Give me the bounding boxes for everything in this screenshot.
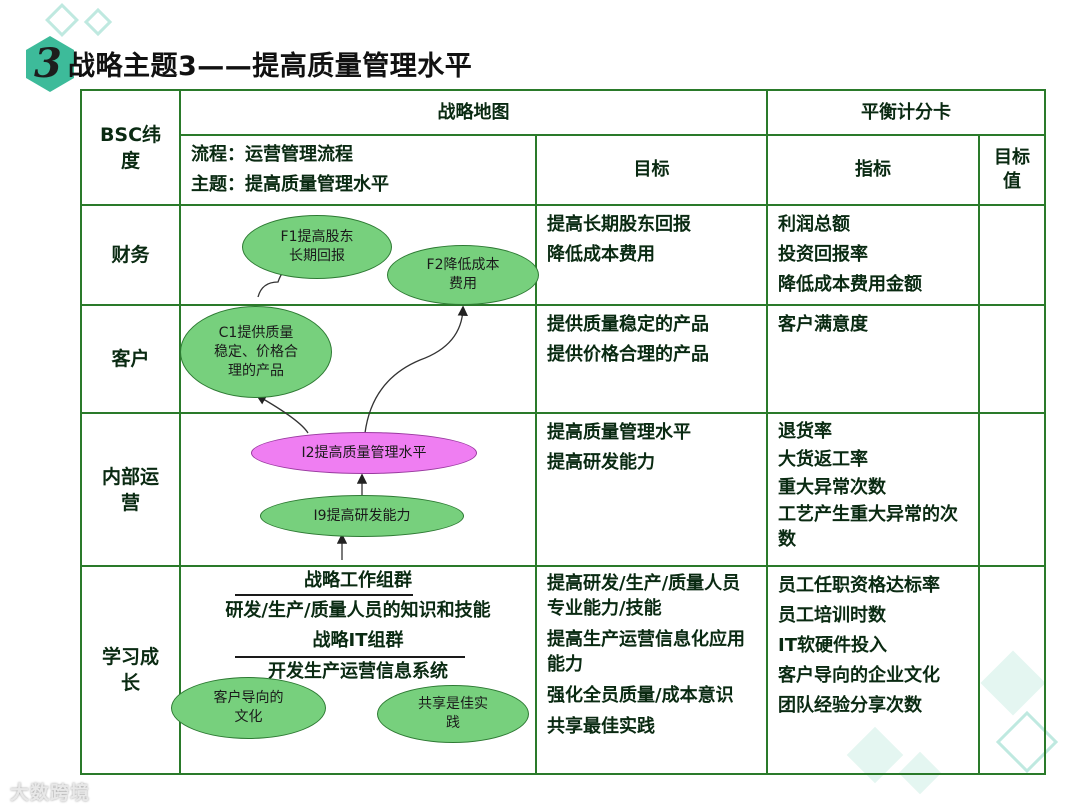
- learning-line: 研发/生产/质量人员的知识和技能: [225, 600, 491, 621]
- dimension-learning: 学习成长: [80, 565, 181, 775]
- process-line: 流程：运营管理流程: [191, 144, 353, 165]
- goal-item: 强化全员质量/成本意识: [547, 685, 734, 706]
- node-f2: F2降低成本费用: [387, 245, 539, 305]
- indicators-learning: 员工任职资格达标率 员工培训时数 IT软硬件投入 客户导向的企业文化 团队经验分…: [766, 565, 980, 775]
- learning-line: 开发生产运营信息系统: [268, 661, 448, 682]
- indicator-item: IT软硬件投入: [778, 635, 887, 656]
- node-customer-culture: 客户导向的文化: [171, 677, 326, 739]
- dimension-finance: 财务: [80, 204, 181, 306]
- indicator-item: 团队经验分享次数: [778, 695, 922, 716]
- indicators-internal: 退货率 大货返工率 重大异常次数 工艺产生重大异常的次数: [766, 412, 980, 567]
- header-indicator: 指标: [766, 134, 980, 206]
- indicator-item: 降低成本费用金额: [778, 274, 922, 295]
- goals-internal: 提高质量管理水平 提高研发能力: [535, 412, 768, 567]
- page-title: 战略主题3——提高质量管理水平: [68, 51, 473, 82]
- theme-line: 主题：提高质量管理水平: [191, 174, 389, 195]
- goals-customer: 提供质量稳定的产品 提供价格合理的产品: [535, 304, 768, 414]
- target-cell: [978, 304, 1046, 414]
- indicator-item: 员工任职资格达标率: [778, 575, 940, 596]
- indicator-item: 客户满意度: [778, 314, 868, 335]
- header-scorecard: 平衡计分卡: [766, 89, 1046, 136]
- divider-line: [235, 656, 465, 658]
- node-f1: F1提高股东长期回报: [242, 215, 392, 279]
- divider-line: [235, 594, 413, 596]
- indicator-item: 退货率: [778, 421, 832, 442]
- header-goal: 目标: [535, 134, 768, 206]
- indicator-item: 员工培训时数: [778, 605, 886, 626]
- goal-item: 提高生产运营信息化应用能力: [547, 629, 745, 675]
- dimension-internal: 内部运营: [80, 412, 181, 567]
- goals-learning: 提高研发/生产/质量人员专业能力/技能 提高生产运营信息化应用能力 强化全员质量…: [535, 565, 768, 775]
- goal-item: 共享最佳实践: [547, 716, 655, 737]
- indicator-item: 利润总额: [778, 214, 850, 235]
- indicators-finance: 利润总额 投资回报率 降低成本费用金额: [766, 204, 980, 306]
- goal-item: 提供价格合理的产品: [547, 344, 709, 365]
- header-bsc-dimension: BSC纬度: [80, 89, 181, 206]
- learning-line: 战略工作组群: [304, 570, 412, 591]
- learning-line: 战略IT组群: [312, 630, 404, 651]
- node-best-practice: 共享是佳实践: [377, 685, 529, 743]
- goal-item: 提高长期股东回报: [547, 214, 691, 235]
- goal-item: 提高研发能力: [547, 452, 655, 473]
- section-number: 3: [34, 40, 62, 87]
- indicator-item: 投资回报率: [778, 244, 868, 265]
- goal-item: 提供质量稳定的产品: [547, 314, 709, 335]
- indicator-item: 工艺产生重大异常的次数: [778, 504, 958, 550]
- indicators-customer: 客户满意度: [766, 304, 980, 414]
- goal-item: 降低成本费用: [547, 244, 655, 265]
- node-i2: I2提高质量管理水平: [251, 432, 477, 474]
- node-c1: C1提供质量稳定、价格合理的产品: [180, 306, 332, 398]
- goals-finance: 提高长期股东回报 降低成本费用: [535, 204, 768, 306]
- dimension-customer: 客户: [80, 304, 181, 414]
- goal-item: 提高研发/生产/质量人员专业能力/技能: [547, 573, 741, 619]
- target-cell: [978, 204, 1046, 306]
- header-strategy-map: 战略地图: [179, 89, 768, 136]
- section-badge: 3: [22, 30, 80, 98]
- target-cell: [978, 412, 1046, 567]
- target-cell: [978, 565, 1046, 775]
- watermark: 大数跨境: [10, 782, 91, 804]
- indicator-item: 重大异常次数: [778, 477, 886, 498]
- header-target-value: 目标值: [978, 134, 1046, 206]
- header-process-theme: 流程：运营管理流程 主题：提高质量管理水平: [179, 134, 537, 206]
- goal-item: 提高质量管理水平: [547, 422, 691, 443]
- decor-square: [83, 7, 113, 37]
- indicator-item: 大货返工率: [778, 449, 868, 470]
- indicator-item: 客户导向的企业文化: [778, 665, 940, 686]
- node-i9: I9提高研发能力: [260, 495, 464, 537]
